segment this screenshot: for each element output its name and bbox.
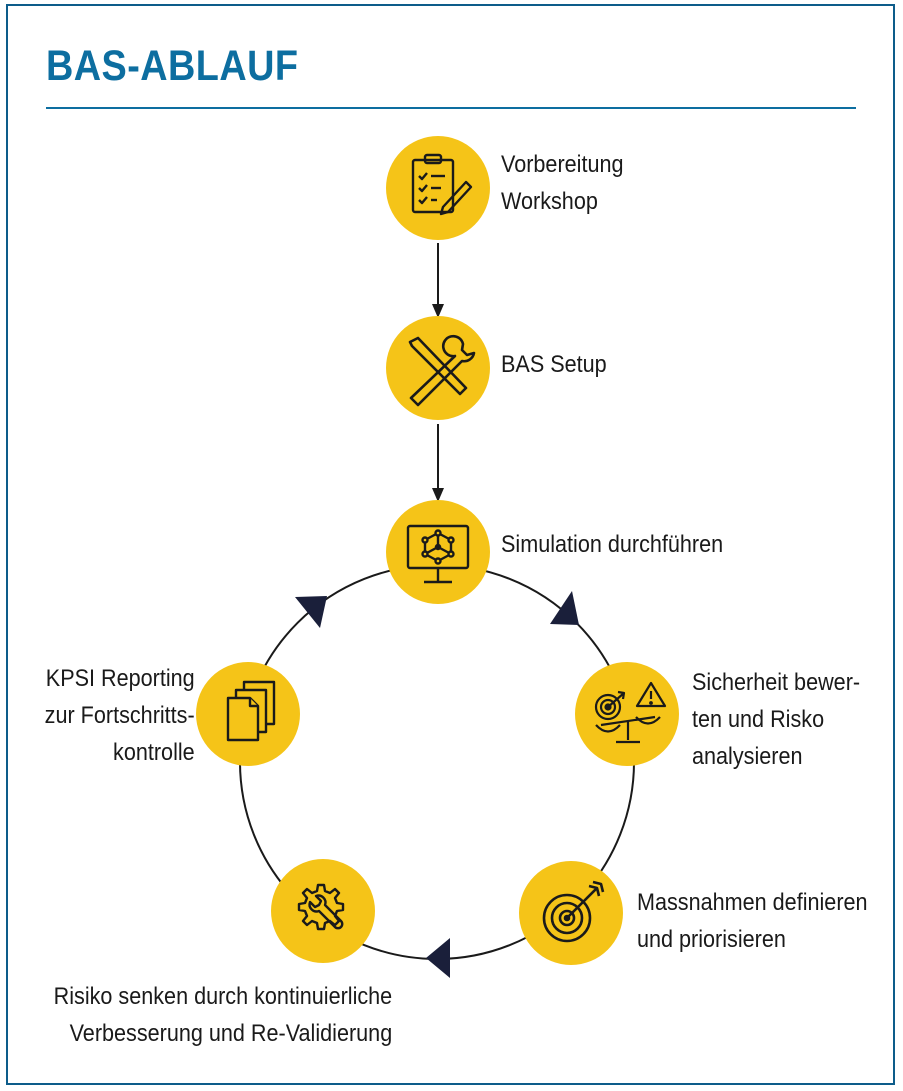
step-sicherheit-line-3: analysieren [692,743,803,770]
step-simulation-node [386,500,490,604]
arrowhead-2-3 [432,488,444,502]
checklist-icon [411,153,473,216]
step-massnahmen-line-1: Massnahmen definieren [637,889,868,916]
step-kpsi-line-2: zur Fortschritts- [44,702,195,729]
step-risiko-line-2: Verbesserung und Re-Validierung [69,1020,392,1047]
step-simulation-line-1: Simulation durchführen [501,531,724,558]
step-setup-line-1: BAS Setup [501,351,607,378]
step-risiko-label: Risiko senken durch kontinuierliche Verb… [53,978,392,1052]
step-vorbereitung-label: Vorbereitung Workshop [501,146,623,220]
step-sicherheit-node [575,662,679,766]
scale-risk-icon [594,681,667,744]
step-kpsi-line-1: KPSI Reporting [46,665,196,692]
step-simulation-label: Simulation durchführen [501,526,723,563]
documents-icon [226,680,276,742]
target-icon [542,880,605,943]
step-vorbereitung-line-2: Workshop [501,188,598,215]
monitor-network-icon [406,524,470,584]
step-kpsi-line-3: kontrolle [113,739,195,766]
gear-wrench-icon [297,883,345,931]
step-massnahmen-line-2: und priorisieren [637,926,786,953]
title-divider [46,107,856,109]
step-kpsi-label: KPSI Reporting zur Fortschritts- kontrol… [45,660,195,771]
step-kpsi-node [196,662,300,766]
step-sicherheit-line-1: Sicherheit bewer- [692,669,861,696]
step-sicherheit-label: Sicherheit bewer- ten und Risko analysie… [692,664,860,775]
step-massnahmen-node [519,861,623,965]
cycle-arrowhead-bottom [426,938,450,978]
cycle-arrowhead-left [295,596,327,628]
step-vorbereitung-line-1: Vorbereitung [501,151,624,178]
step-setup-node [386,316,490,420]
step-sicherheit-line-2: ten und Risko [692,706,825,733]
arrowhead-1-2 [432,304,444,318]
step-vorbereitung-node [386,136,490,240]
step-risiko-line-1: Risiko senken durch kontinuierliche [53,983,392,1010]
step-setup-label: BAS Setup [501,346,607,383]
page-title: BAS-ABLAUF [46,42,299,90]
step-risiko-node [271,859,375,963]
tools-icon [408,334,476,407]
step-massnahmen-label: Massnahmen definieren und priorisieren [637,884,868,958]
cycle-arrowhead-right [550,591,579,625]
